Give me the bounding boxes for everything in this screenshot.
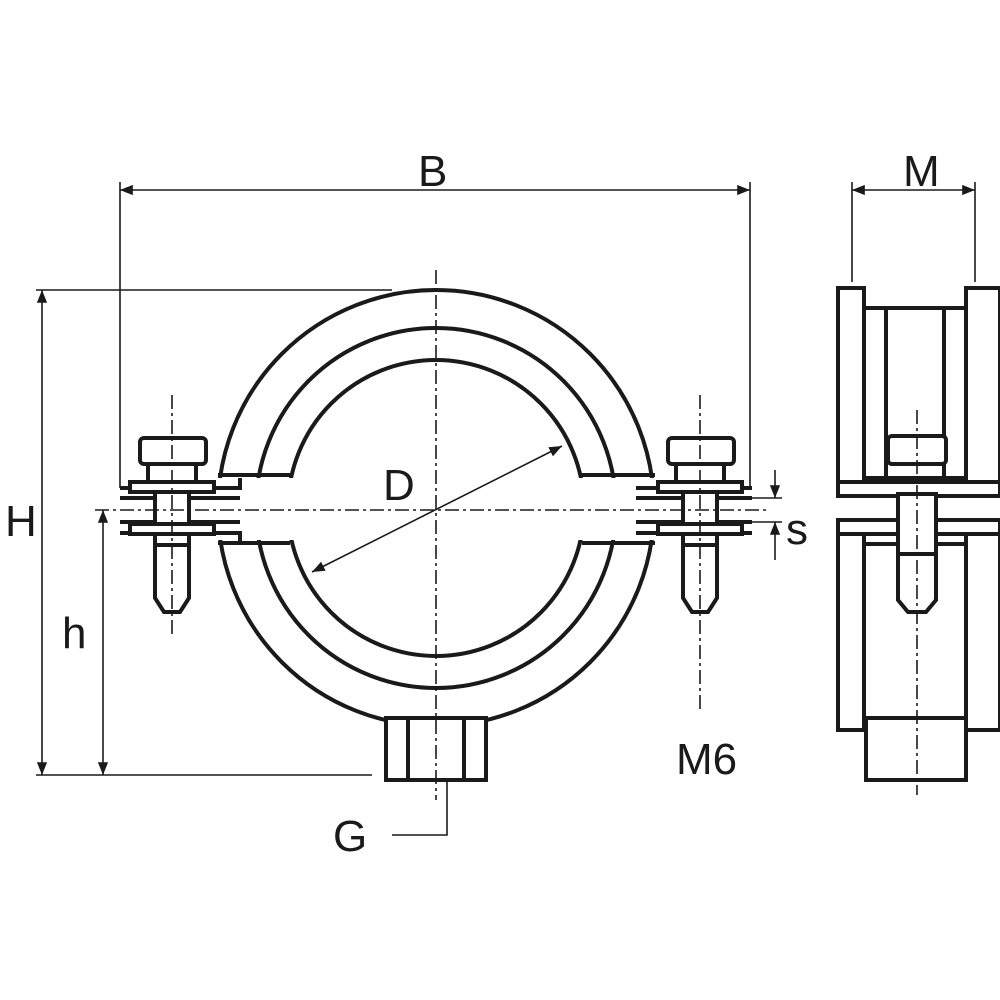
label-b: B — [418, 147, 448, 196]
d-dimension-line — [311, 445, 563, 573]
b-dimension — [119, 182, 751, 488]
label-h: h — [62, 609, 87, 658]
g-leader — [392, 780, 448, 836]
label-d: D — [383, 461, 415, 510]
label-g: G — [333, 812, 368, 861]
side-view — [836, 182, 1000, 795]
h-total-dimension — [36, 289, 392, 776]
label-m6: M6 — [676, 735, 738, 784]
s-dimension — [752, 470, 782, 560]
label-h-total: H — [5, 497, 37, 546]
label-m: M — [903, 147, 940, 196]
left-bolt — [128, 395, 216, 635]
right-bolt — [656, 395, 744, 710]
label-s: s — [786, 505, 808, 554]
